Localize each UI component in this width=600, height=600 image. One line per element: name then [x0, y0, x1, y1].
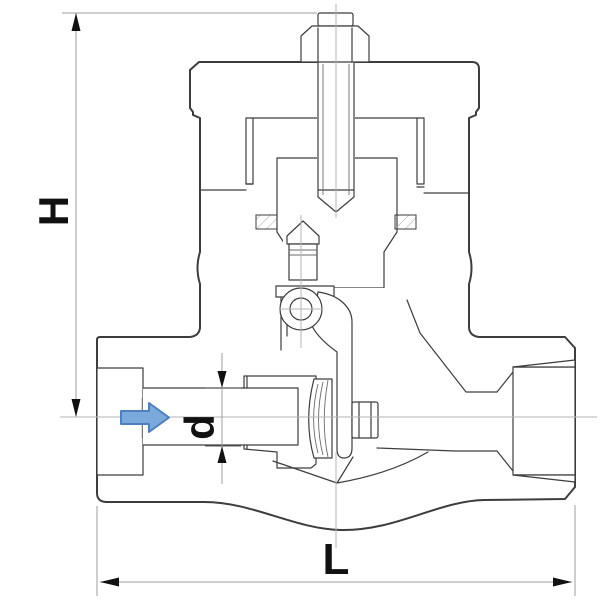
dimension-H: H: [30, 12, 317, 417]
outlet-port: [454, 359, 576, 483]
gasket-right: [394, 214, 417, 230]
valve-body: [96, 61, 576, 532]
bonnet-cap: [199, 117, 470, 194]
valve-disc: [308, 378, 333, 459]
bonnet-stud: [317, 61, 355, 213]
pin-retainer-plug: [286, 220, 320, 281]
dimension-label-bore: d: [176, 414, 223, 440]
dimension-label-length: L: [323, 535, 350, 584]
flow-arrow-icon: [120, 402, 170, 433]
dimension-L: L: [96, 505, 576, 596]
disc-nut: [351, 401, 379, 439]
stud-hex-nut: [300, 12, 370, 63]
body-cavity: [243, 288, 466, 484]
flow-arrow-group: [120, 402, 170, 433]
cavity-bottom-lines: [272, 447, 456, 484]
gasket-left: [255, 214, 278, 230]
dimension-d: d: [176, 353, 241, 484]
dimension-label-height: H: [30, 196, 77, 226]
